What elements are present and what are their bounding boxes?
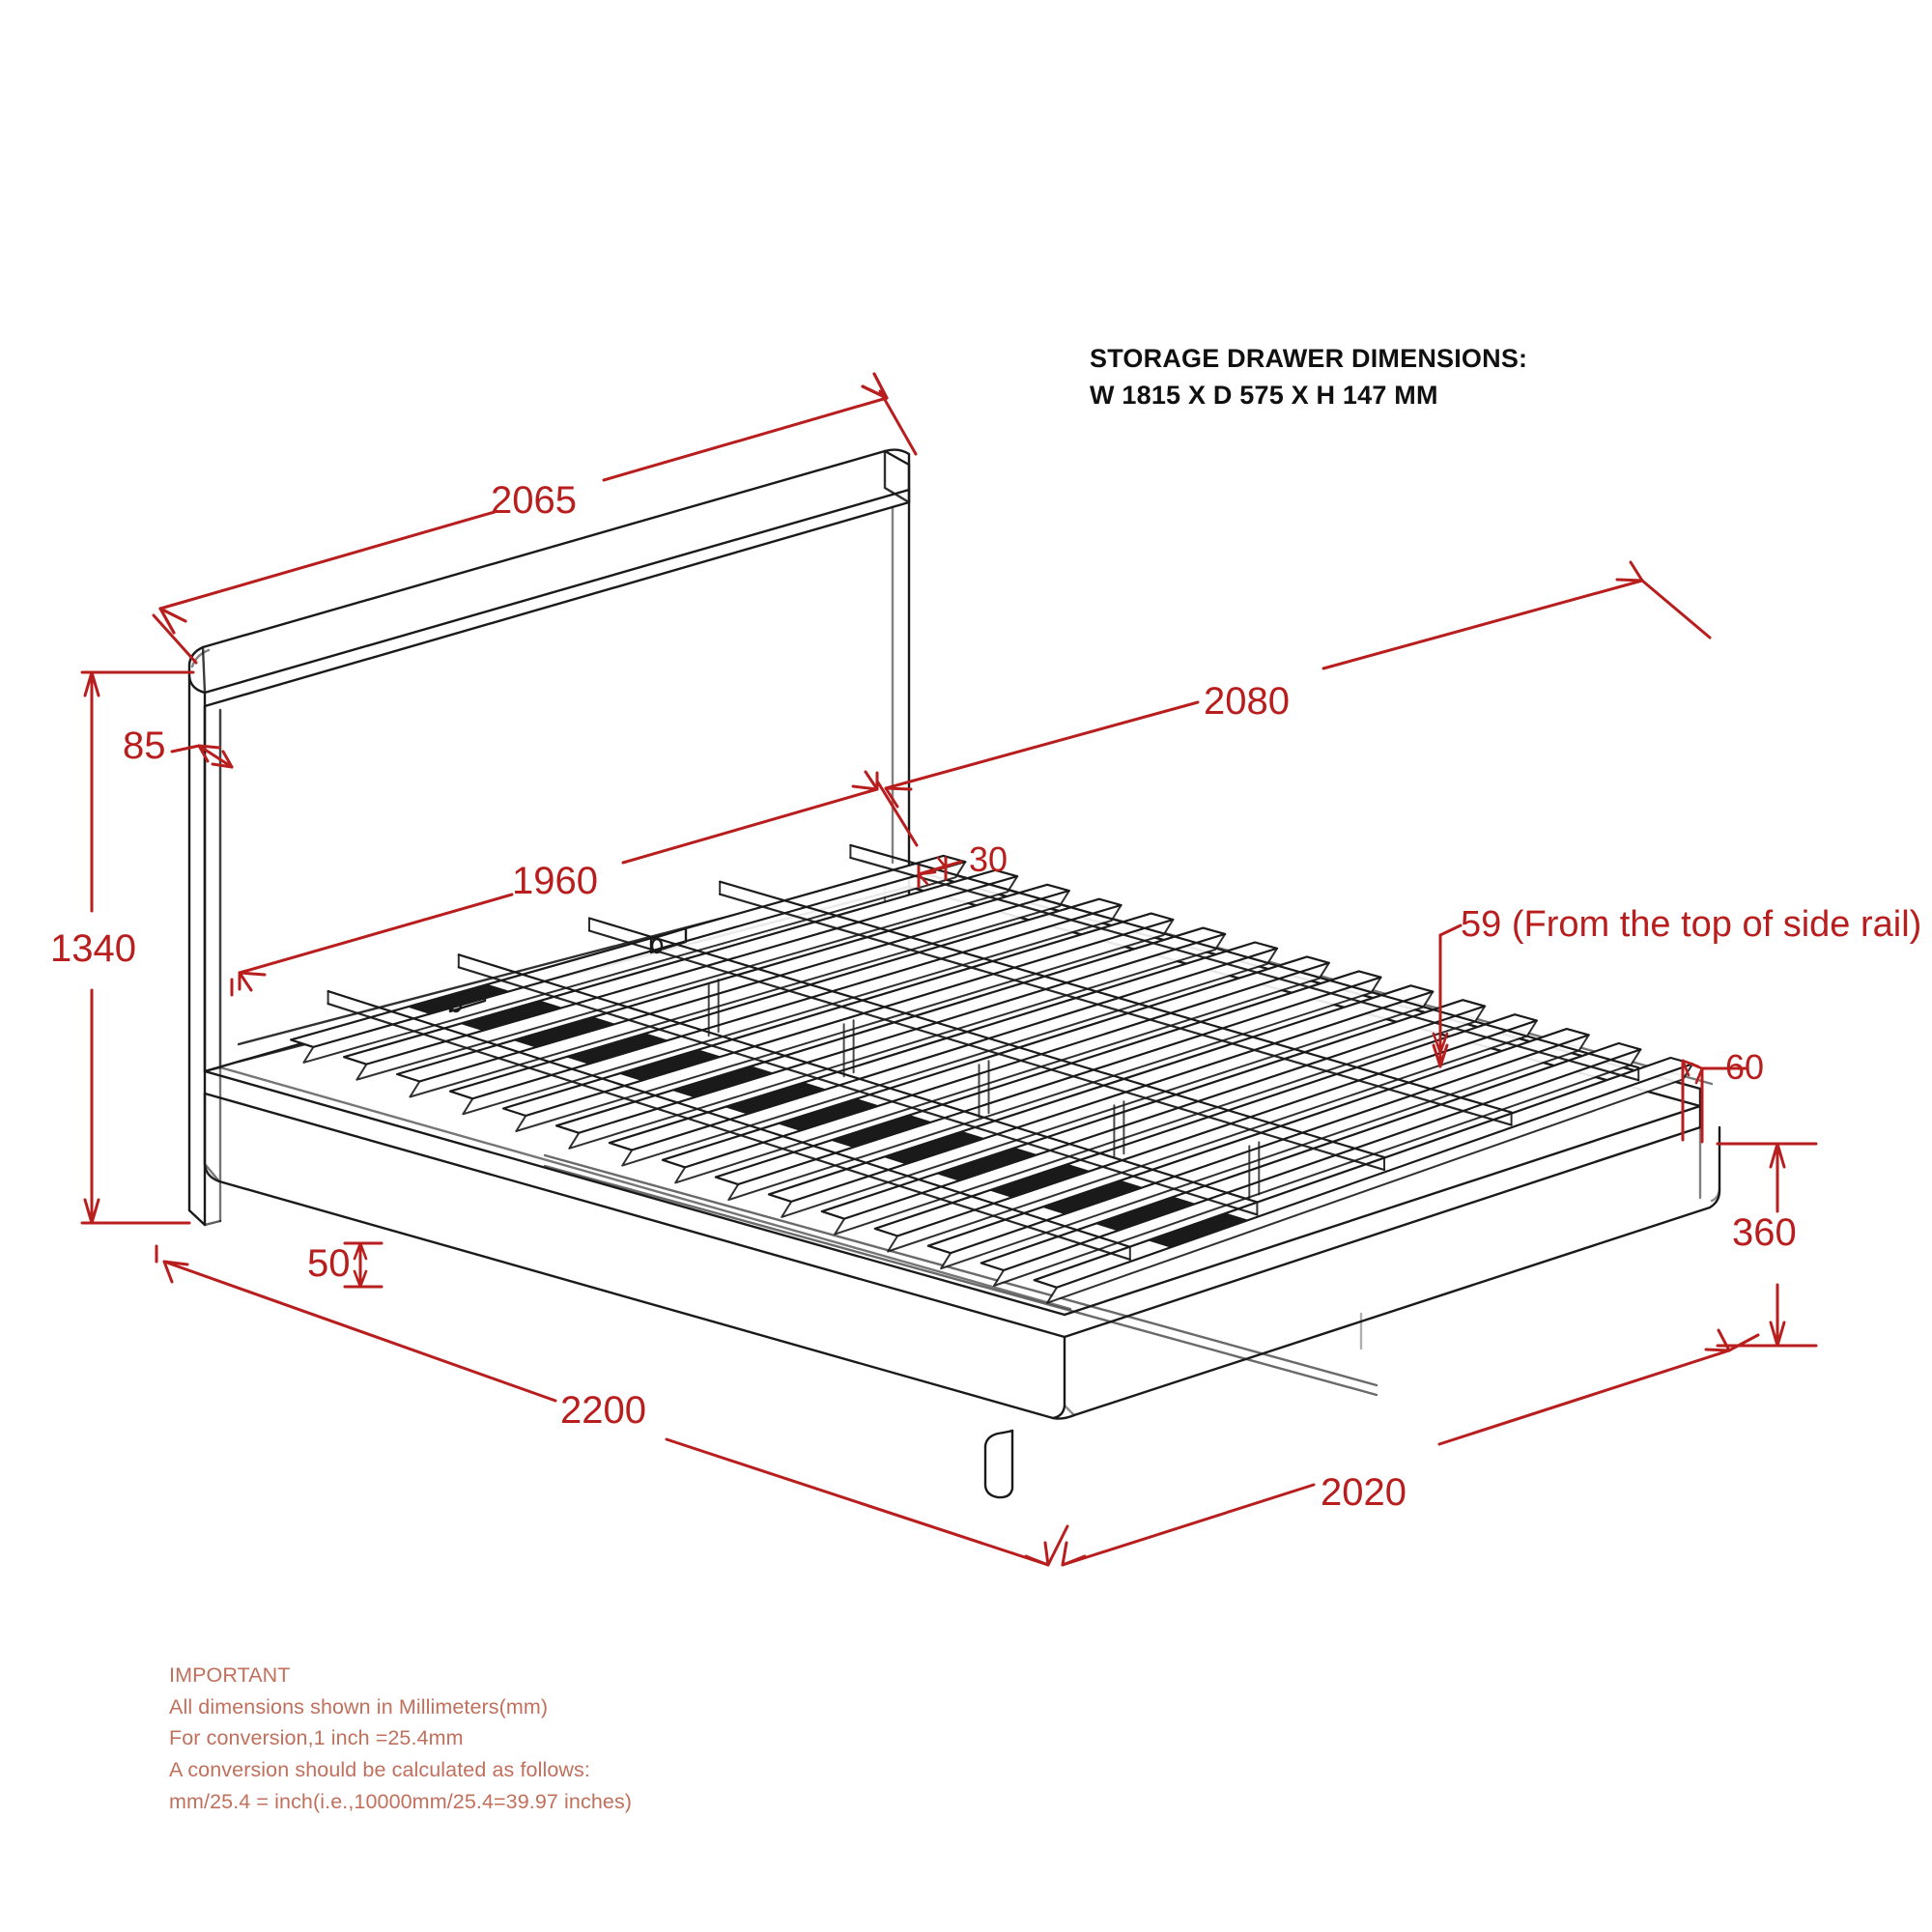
dimension-label-2020: 2020 — [1321, 1471, 1406, 1514]
slat-system — [290, 843, 1694, 1304]
dim-360 — [1716, 1142, 1818, 1348]
dim-2200 — [155, 1244, 1069, 1567]
headboard-brackets — [448, 926, 688, 1013]
dimension-label-2200: 2200 — [560, 1389, 646, 1432]
important-note-block: IMPORTANT All dimensions shown in Millim… — [169, 1660, 710, 1817]
dimension-label-85: 85 — [123, 724, 166, 767]
dimension-label-2065: 2065 — [491, 479, 577, 522]
note-line-3: For conversion,1 inch =25.4mm — [169, 1726, 464, 1750]
bed-geometry — [187, 448, 1721, 1499]
dimension-label-50: 50 — [307, 1242, 351, 1285]
note-line-5: mm/25.4 = inch(i.e.,10000mm/25.4=39.97 i… — [169, 1789, 633, 1813]
foot-rail — [1063, 1087, 1702, 1339]
dimension-label-1340: 1340 — [50, 927, 136, 970]
title-line-2: W 1815 X D 575 X H 147 MM — [1090, 381, 1438, 411]
dim-1340 — [80, 670, 195, 1225]
dim-50 — [343, 1241, 384, 1289]
title-line-1: STORAGE DRAWER DIMENSIONS: — [1090, 344, 1528, 373]
dim-60 — [1681, 1059, 1748, 1144]
dimension-label-30: 30 — [969, 839, 1009, 879]
dim-85 — [170, 744, 234, 769]
left-side-rail — [203, 1065, 1072, 1339]
note-line-4: A conversion should be calculated as fol… — [169, 1758, 590, 1782]
dim-2065 — [152, 372, 918, 665]
center-support — [543, 1153, 1378, 1397]
note-heading: IMPORTANT — [169, 1663, 291, 1687]
dimension-label-360: 360 — [1732, 1211, 1797, 1254]
dimension-label-59: 59 (From the top of side rail) — [1461, 904, 1922, 945]
dim-2020 — [1061, 1328, 1760, 1567]
note-line-2: All dimensions shown in Millimeters(mm) — [169, 1694, 549, 1719]
storage-base — [203, 1092, 1721, 1420]
dimension-lines — [80, 372, 1818, 1567]
dim-59 — [1432, 923, 1463, 1068]
dim-2080 — [876, 560, 1712, 847]
dimension-label-60: 60 — [1725, 1047, 1765, 1087]
storage-drawer-title-block: STORAGE DRAWER DIMENSIONS: W 1815 X D 57… — [1090, 340, 1611, 414]
dimension-label-2080: 2080 — [1204, 680, 1290, 723]
dim-30 — [917, 856, 963, 889]
headboard — [187, 448, 911, 1227]
dim-1960 — [230, 770, 879, 997]
dimension-label-1960: 1960 — [512, 860, 598, 902]
bed-legs — [983, 1429, 1014, 1499]
